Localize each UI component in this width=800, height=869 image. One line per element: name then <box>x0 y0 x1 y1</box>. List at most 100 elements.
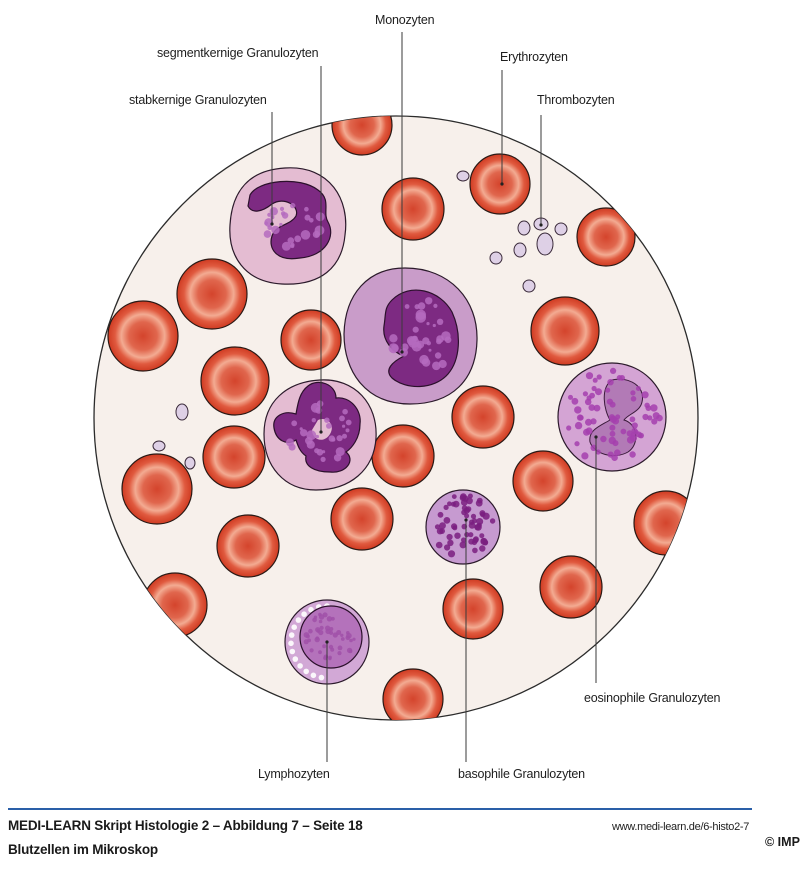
leader-lymphozyten-dot <box>325 640 329 644</box>
nucleus-vesicle <box>290 244 295 249</box>
basophil-granule <box>447 550 456 558</box>
erythrocyte <box>382 668 444 720</box>
erythrocyte <box>280 309 342 371</box>
nucleus-vesicle <box>271 225 280 235</box>
nucleus-vesicle <box>322 450 326 454</box>
nucleus-vesicle <box>389 334 398 343</box>
basophil-granule <box>461 537 467 543</box>
eosinophil-granule <box>609 424 616 431</box>
lymphocyte-vacuole <box>292 656 299 662</box>
basophil-granule <box>462 495 469 502</box>
nucleus-vesicle <box>331 616 335 621</box>
nucleus-vesicle <box>325 628 331 635</box>
nucleus-vesicle <box>433 303 438 308</box>
erythrocyte <box>469 153 531 215</box>
lymphocyte-vacuole <box>297 663 303 669</box>
nucleus-vesicle <box>326 616 333 622</box>
nucleus-vesicle <box>339 415 345 422</box>
eosinophil-granule <box>641 391 649 399</box>
nucleus-vesicle <box>281 241 291 251</box>
basophil-granule <box>479 545 486 552</box>
erythrocyte <box>331 116 393 156</box>
basophil-granule <box>435 541 443 549</box>
eosinophil-granule <box>642 413 649 421</box>
nucleus-vesicle <box>335 447 345 457</box>
basophil-granule <box>471 518 478 524</box>
footer-url[interactable]: www.medi-learn.de/6-histo2-7 <box>612 821 750 833</box>
basophil-granule <box>434 524 441 530</box>
basophil-granule <box>475 499 483 507</box>
lymphocyte-vacuole <box>291 624 298 630</box>
eosinophil-granule <box>583 428 590 436</box>
eosinophil-granule <box>607 379 614 386</box>
leader-eosinophile-dot <box>594 435 598 439</box>
nucleus-vesicle <box>304 214 311 221</box>
nucleus-vesicle <box>438 359 447 369</box>
eosinophil-granule <box>589 392 595 399</box>
nucleus-vesicle <box>320 456 326 462</box>
erythrocyte <box>381 177 445 241</box>
basophil-granule <box>470 513 477 520</box>
label-erythrozyten: Erythrozyten <box>500 50 568 64</box>
basophil-granule <box>482 512 490 520</box>
eosinophil-granule <box>610 367 617 374</box>
thrombocyte <box>184 456 196 470</box>
erythrocyte <box>176 258 248 330</box>
nucleus-vesicle <box>419 354 429 365</box>
nucleus-vesicle <box>441 331 451 341</box>
nucleus-vesicle <box>349 638 353 643</box>
band-neutrophil-nucleus <box>247 180 332 260</box>
nucleus-vesicle <box>315 636 319 640</box>
nucleus-vesicle <box>303 632 310 638</box>
footer-title: MEDI-LEARN Skript Histologie 2 – Abbildu… <box>8 818 363 833</box>
basophil-granule <box>447 501 452 507</box>
eosinophil-granule <box>596 374 602 380</box>
nucleus-vesicle <box>263 230 272 238</box>
nucleus-vesicle <box>279 222 283 227</box>
nucleus-vesicle <box>323 654 329 660</box>
erythrocyte <box>633 490 698 556</box>
basophil-granule <box>474 523 482 531</box>
nucleus-vesicle <box>267 212 272 217</box>
lymphocyte-vacuole <box>318 674 325 681</box>
eosinophil-granule <box>647 415 653 421</box>
basophil-granule <box>459 541 467 549</box>
nucleus-vesicle <box>434 352 442 359</box>
nucleus-vesicle <box>308 628 313 634</box>
eosinophil-granule <box>651 418 658 425</box>
basophil-granule <box>450 501 456 507</box>
lymphocyte-vacuole <box>288 632 295 638</box>
nucleus-vesicle <box>345 428 350 433</box>
erythrocyte <box>576 207 636 267</box>
lymphocyte-vacuole <box>288 640 294 647</box>
basophil-granule <box>452 525 458 531</box>
label-eosinophile-granulozyten: eosinophile Granulozyten <box>584 691 721 705</box>
basophil-granule <box>447 539 454 547</box>
erythrocyte <box>451 385 515 449</box>
basophil-granule <box>467 493 473 499</box>
eosinophil-granule <box>644 402 650 408</box>
eosinophil-granule <box>592 377 598 383</box>
leader-thrombozyten-dot <box>539 223 543 227</box>
lymphocyte-vacuole <box>301 611 307 617</box>
label-stabkernige-granulozyten: stabkernige Granulozyten <box>129 93 267 107</box>
nucleus-vesicle <box>426 322 430 326</box>
basophil-granule <box>454 532 461 539</box>
nucleus-vesicle <box>318 629 324 636</box>
nucleus-vesicle <box>348 649 353 654</box>
nucleus-vesicle <box>388 343 399 354</box>
eosinophil-granule <box>614 449 621 457</box>
basophil-granule <box>439 522 446 530</box>
basophil-granule <box>473 536 479 543</box>
nucleus-vesicle <box>342 408 348 415</box>
basophil-granule <box>472 547 478 554</box>
eosinophil-granule <box>574 421 583 430</box>
nucleus-vesicle <box>314 232 320 238</box>
nucleus-vesicle <box>318 650 322 655</box>
eosinophil-granule <box>576 414 584 421</box>
eosinophil-granule <box>585 418 592 426</box>
label-thrombozyten: Thrombozyten <box>537 93 615 107</box>
eosinophil-granule <box>590 418 597 425</box>
basophil-granule <box>476 518 484 525</box>
nucleus-vesicle <box>315 434 319 439</box>
